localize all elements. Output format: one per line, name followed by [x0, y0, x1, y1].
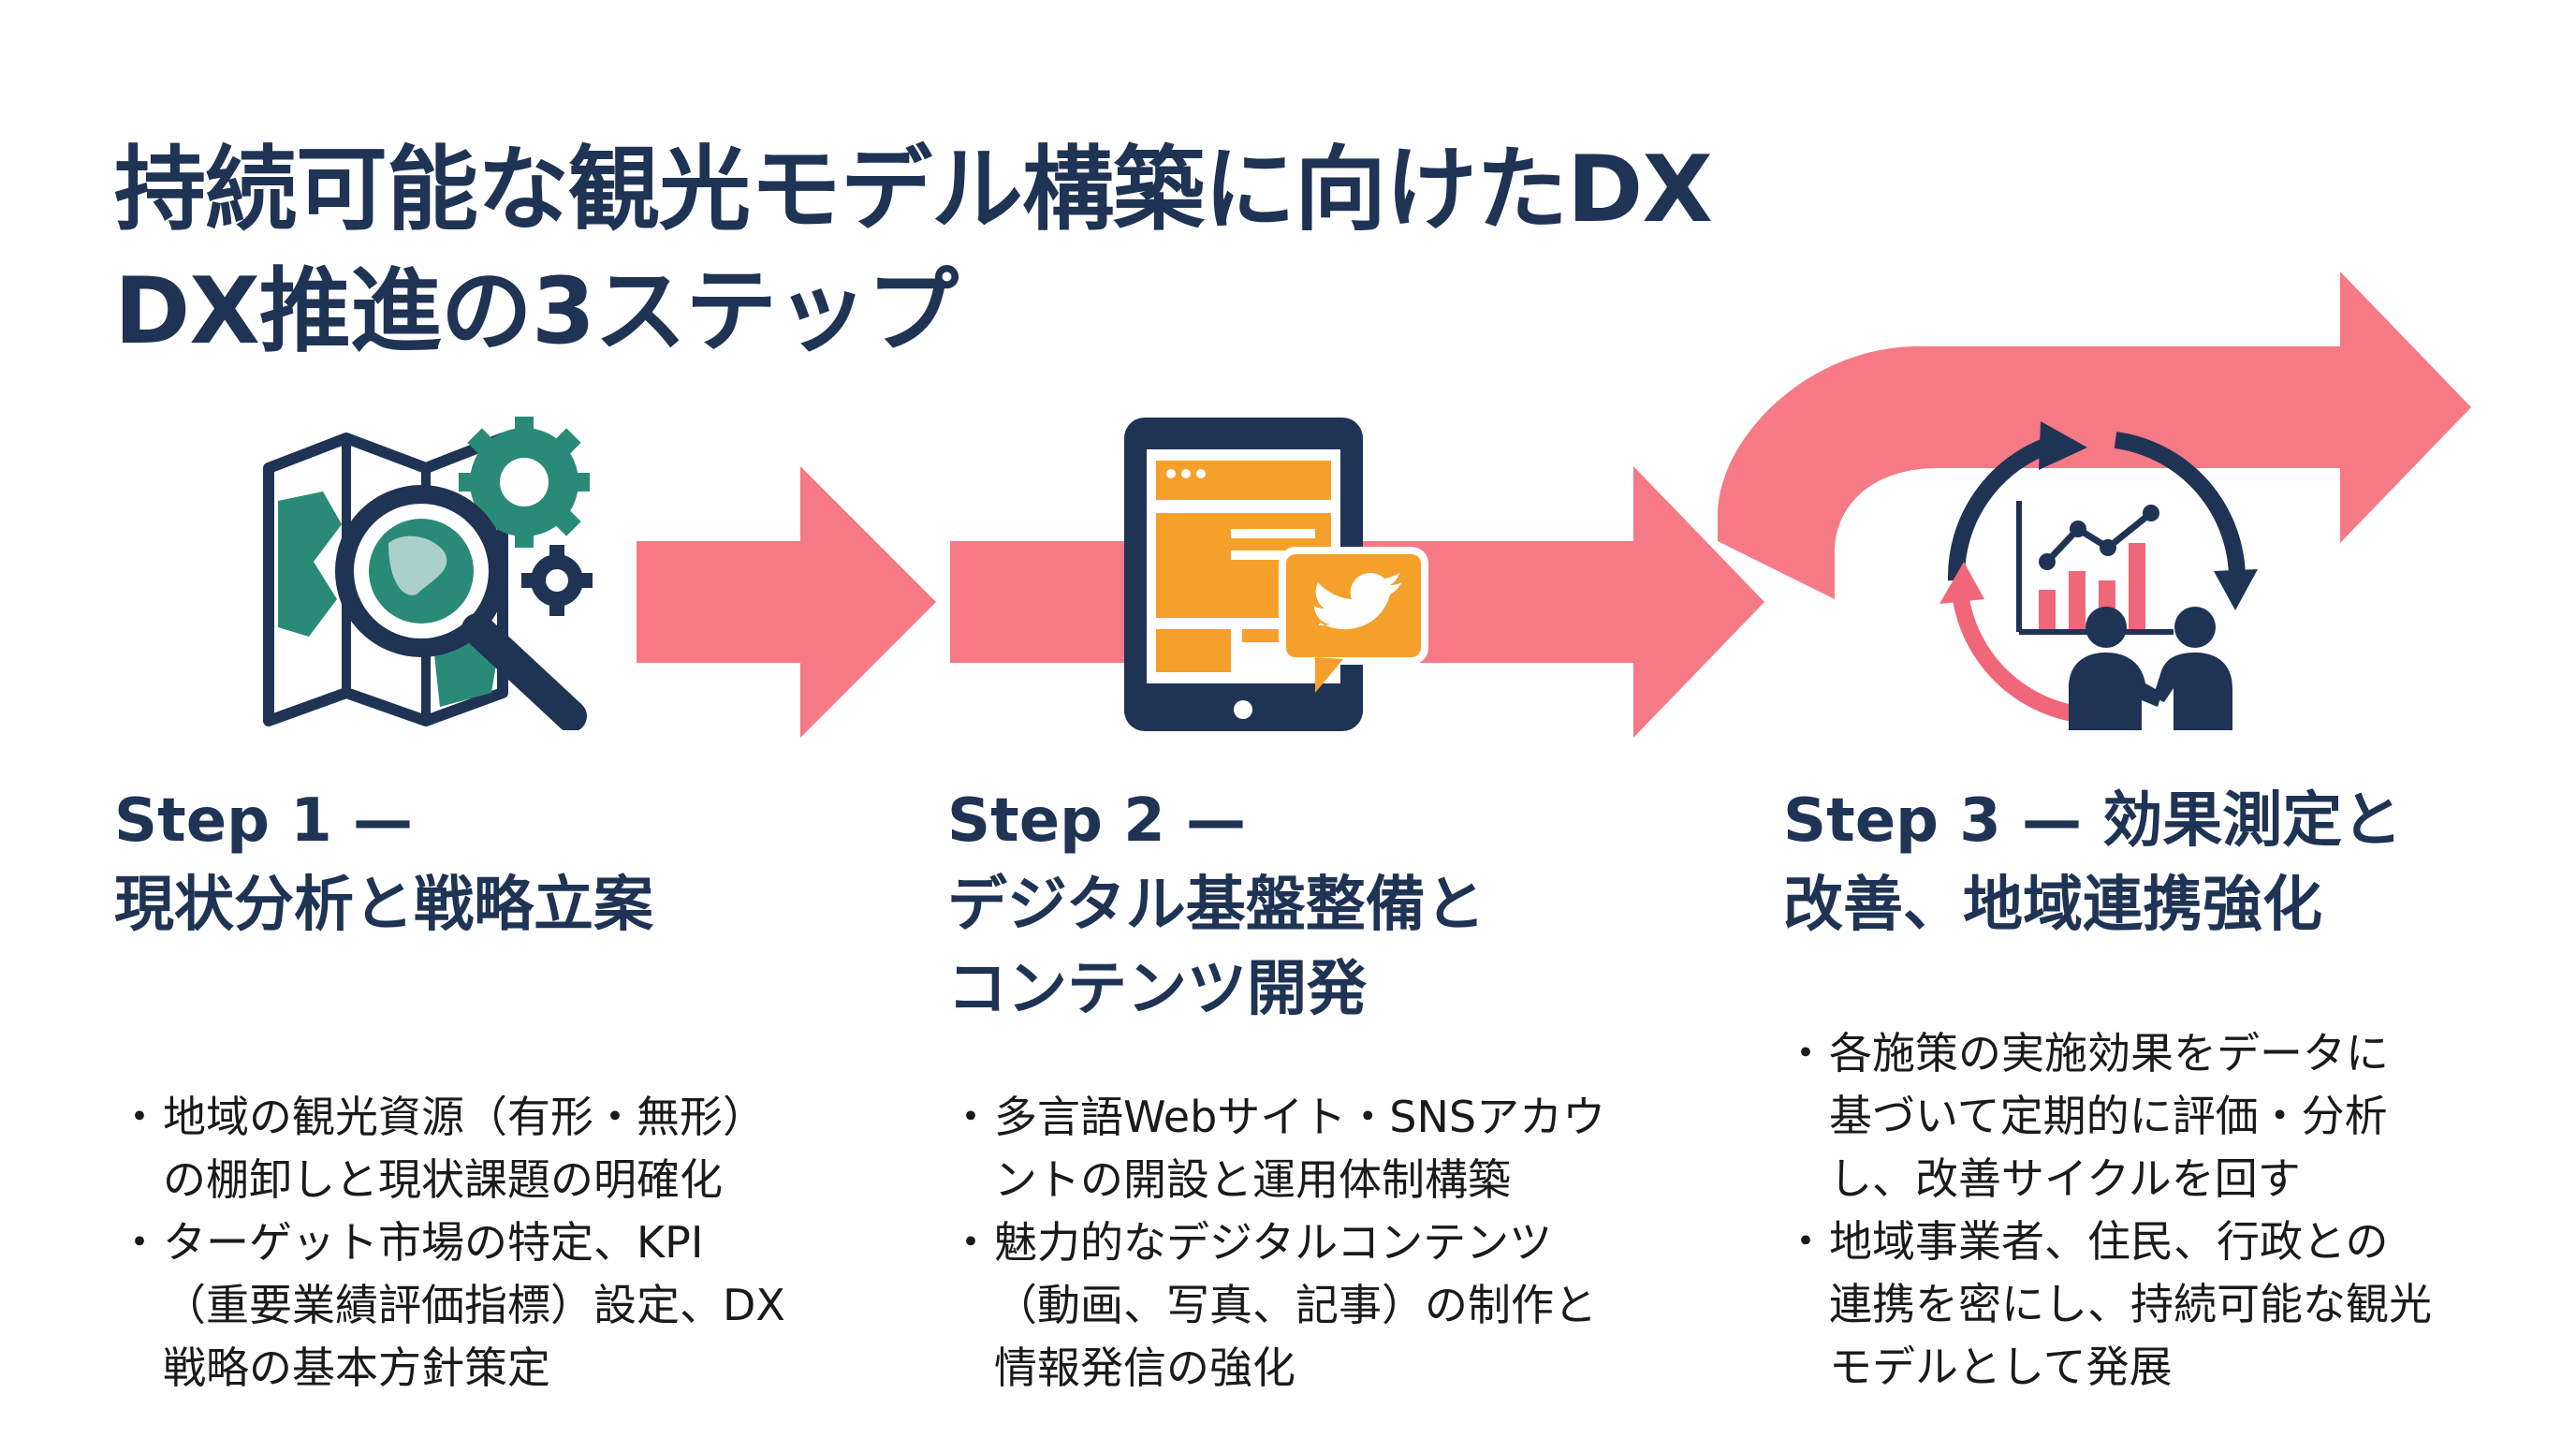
step-2-heading-line-3: コンテンツ開発: [947, 955, 1367, 1024]
step-1-heading-line-2: 現状分析と戦略立案: [114, 871, 653, 940]
page-title: 持続可能な観光モデル構築に向けたDX DX推進の3ステップ: [114, 129, 1893, 373]
title-line-2: DX推進の3ステップ: [114, 258, 959, 365]
cycle-chart-people-icon: [1939, 421, 2258, 730]
title-line-1: 持続可能な観光モデル構築に向けたDX: [114, 137, 1713, 243]
step-3-bullets: 各施策の実施効果をデータに 基づいて定期的に評価・分析 し、改善サイクルを回す …: [1784, 1022, 2539, 1399]
step-arrow-3: [1718, 271, 2471, 599]
step-2-heading-line-1: Step 2 —: [947, 786, 1246, 856]
step-2-bullet-1: 多言語Webサイト・SNSアカウ ントの開設と運用体制構築: [949, 1086, 1685, 1211]
step-2-heading-line-2: デジタル基盤整備と: [947, 871, 1486, 940]
step-3-heading-line-2: 改善、地域連携強化: [1783, 871, 2322, 940]
step-2-bullet-2: 魅力的なデジタルコンテンツ （動画、写真、記事）の制作と 情報発信の強化: [949, 1211, 1685, 1400]
step-3-bullet-1: 各施策の実施効果をデータに 基づいて定期的に評価・分析 し、改善サイクルを回す: [1784, 1022, 2539, 1211]
step-1-bullet-1: 地域の観光資源（有形・無形） の棚卸しと現状課題の明確化: [118, 1086, 854, 1211]
step-arrow-1: [637, 466, 936, 738]
step-1-heading-line-1: Step 1 —: [114, 786, 413, 856]
tablet-twitter-icon: [1124, 418, 1428, 731]
map-magnifier-gears-icon: [263, 417, 593, 730]
step-2-heading: Step 2 — デジタル基盤整備と コンテンツ開発: [947, 779, 1486, 1032]
step-3-bullet-2: 地域事業者、住民、行政との 連携を密にし、持続可能な観光 モデルとして発展: [1784, 1211, 2539, 1399]
step-2-bullets: 多言語Webサイト・SNSアカウ ントの開設と運用体制構築 魅力的なデジタルコン…: [949, 1086, 1685, 1400]
step-3-heading-line-1: Step 3 — 効果測定と: [1783, 786, 2403, 856]
step-1-heading: Step 1 — 現状分析と戦略立案: [114, 779, 653, 947]
step-1-bullet-2: ターゲット市場の特定、KPI （重要業績評価指標）設定、DX 戦略の基本方針策定: [118, 1211, 854, 1400]
step-1-bullets: 地域の観光資源（有形・無形） の棚卸しと現状課題の明確化 ターゲット市場の特定、…: [118, 1086, 854, 1400]
step-3-heading: Step 3 — 効果測定と 改善、地域連携強化: [1783, 779, 2402, 947]
